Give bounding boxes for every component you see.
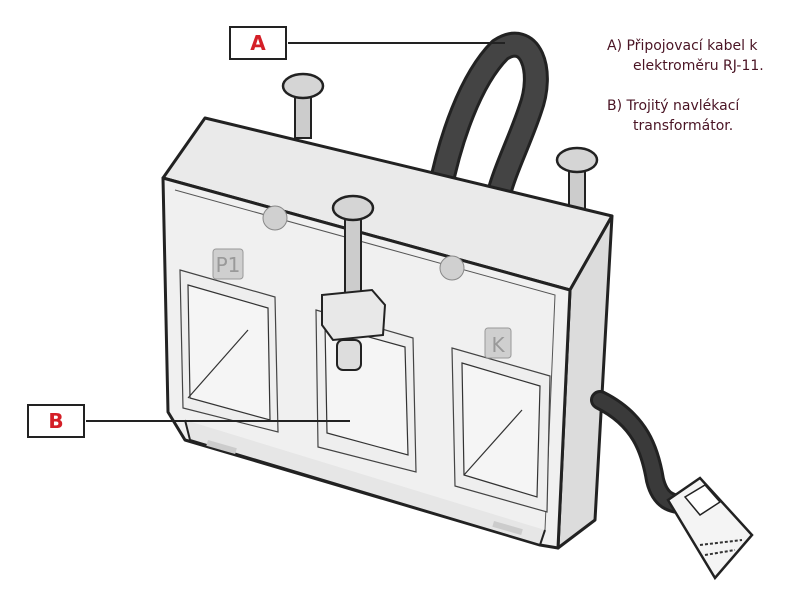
screw-center	[321, 194, 387, 371]
callout-a: A	[229, 26, 287, 60]
p1-marking: P1	[216, 253, 241, 277]
legend-a: A) Připojovací kabel k elektroměru RJ-11…	[607, 36, 764, 76]
screw-back-right	[555, 146, 599, 215]
legend-b: B) Trojitý navlékací transformátor.	[607, 96, 739, 136]
legend-b-line2: transformátor.	[633, 118, 734, 134]
legend-b-line1: B) Trojitý navlékací	[607, 98, 740, 114]
rj11-connector	[666, 476, 754, 581]
legend-a-line2: elektroměru RJ-11.	[633, 58, 764, 74]
k-marking: K	[491, 333, 505, 357]
window-left	[179, 269, 279, 433]
screw-back-left	[281, 72, 325, 139]
callout-b: B	[27, 404, 85, 438]
legend-a-line1: A) Připojovací kabel k	[607, 38, 758, 54]
window-right	[451, 347, 551, 513]
